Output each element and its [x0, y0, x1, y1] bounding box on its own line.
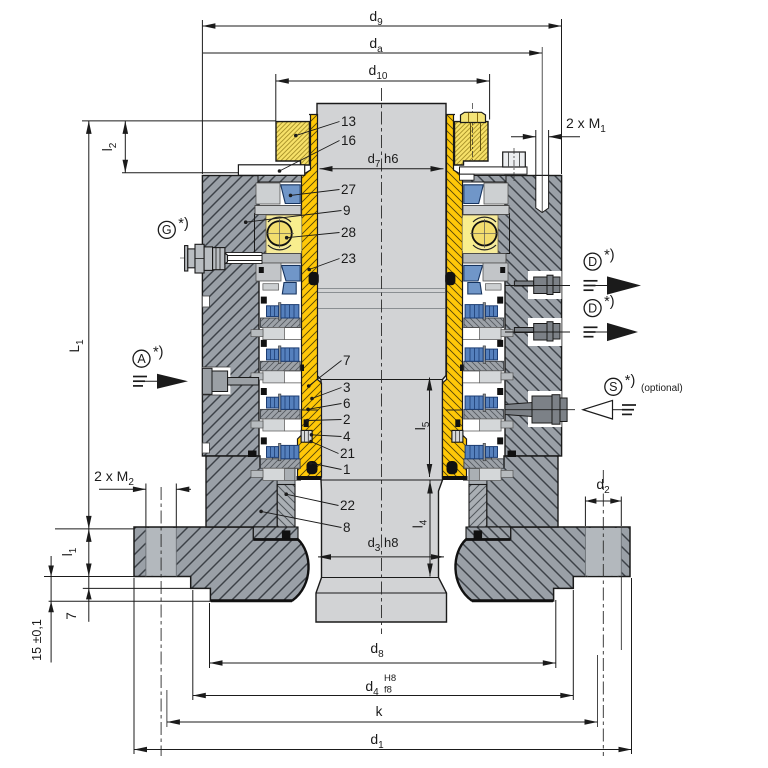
svg-text:16: 16: [341, 133, 356, 148]
svg-text:4: 4: [343, 429, 351, 444]
svg-text:2 x M2: 2 x M2: [94, 468, 134, 488]
svg-text:7: 7: [64, 612, 79, 620]
svg-text:15 ±0,1: 15 ±0,1: [30, 619, 44, 661]
svg-text:*): *): [178, 216, 188, 232]
svg-text:13: 13: [341, 114, 356, 129]
svg-text:22: 22: [340, 498, 355, 513]
svg-text:2 x M1: 2 x M1: [566, 115, 606, 135]
svg-text:S: S: [609, 380, 617, 394]
svg-text:27: 27: [341, 182, 356, 197]
svg-text:(optional): (optional): [641, 383, 683, 394]
svg-text:*): *): [153, 345, 163, 361]
svg-text:A: A: [137, 352, 146, 366]
svg-text:*): *): [625, 373, 635, 389]
svg-text:l5: l5: [413, 421, 432, 430]
svg-text:7: 7: [343, 353, 351, 368]
svg-text:9: 9: [343, 203, 351, 218]
svg-text:3: 3: [343, 380, 351, 395]
svg-text:*): *): [604, 294, 614, 310]
svg-text:6: 6: [343, 396, 351, 411]
svg-text:8: 8: [343, 520, 351, 535]
svg-text:G: G: [162, 223, 172, 237]
svg-text:*): *): [604, 248, 614, 264]
svg-text:28: 28: [341, 225, 356, 240]
svg-text:21: 21: [340, 446, 355, 461]
svg-text:l1: l1: [60, 547, 79, 556]
svg-text:1: 1: [343, 462, 351, 477]
svg-text:l4: l4: [411, 519, 430, 528]
svg-text:l2: l2: [100, 142, 119, 151]
svg-text:k: k: [376, 704, 383, 719]
svg-text:23: 23: [341, 251, 356, 266]
svg-text:H8: H8: [384, 673, 396, 684]
svg-text:2: 2: [343, 412, 351, 427]
svg-text:D: D: [588, 301, 597, 315]
svg-text:f8: f8: [384, 685, 392, 696]
svg-text:D: D: [588, 255, 597, 269]
